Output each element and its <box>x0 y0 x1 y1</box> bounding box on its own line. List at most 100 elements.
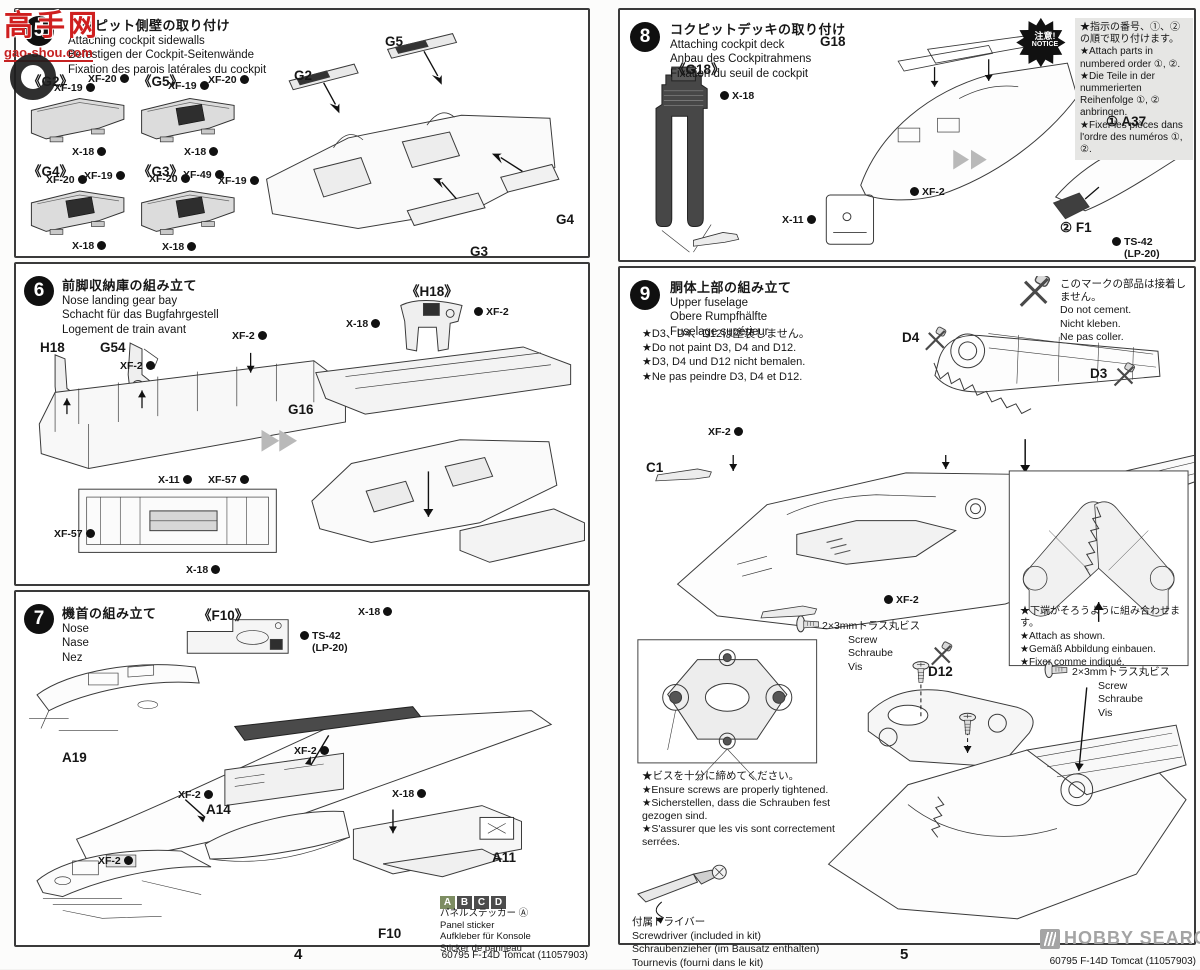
kit-code-left: 60795 F-14D Tomcat (11057903) <box>441 950 588 961</box>
sticker-box-d: D <box>491 896 506 909</box>
paint-callout-ts42-code: TS-42 <box>300 630 348 642</box>
notice-badge-ja: 注意! <box>1034 31 1056 41</box>
no-paint-ja: ★D3、D4、D12は塗装しません。 <box>642 328 810 340</box>
notice-note: ★指示の番号、①、②の順で取り付けます。 ★Attach parts in nu… <box>1075 18 1193 161</box>
step-title-ja: コクピット側壁の取り付け <box>68 18 231 33</box>
notice-de: ★Die Teile in der nummerierten Reihenfol… <box>1080 70 1160 119</box>
paint-callout-xf49: XF-49 <box>183 169 224 181</box>
paint-callout-xf2: XF-2 <box>884 594 919 606</box>
step-title-block: 機首の組み立て Nose Nase Nez <box>62 606 157 665</box>
paint-callout-lp20: (LP-20) <box>1124 248 1160 261</box>
paint-callout-xf2: XF-2 <box>232 330 267 342</box>
screwdriver-de: Schraubenzieher (im Bausatz enthalten) <box>632 943 820 956</box>
part-label-g16: G16 <box>288 402 314 417</box>
screwdriver-fr: Tournevis (fourni dans le kit) <box>632 956 764 969</box>
part-label-g18: G18 <box>820 34 846 49</box>
sticker-box-c: C <box>474 896 489 909</box>
sticker-box-a: A <box>440 896 455 909</box>
screwdriver-note: 付属ドライバー Screwdriver (included in kit) Sc… <box>632 916 819 970</box>
no-cement-en: Do not cement. <box>1060 304 1132 317</box>
screw-spec-de: Schraube <box>1098 693 1143 706</box>
paint-callout-xf20: XF-20 <box>149 173 190 185</box>
no-cement-ja: このマークの部品は接着しません。 <box>1060 278 1186 303</box>
step-number-badge: 9 <box>630 280 660 310</box>
part-label-f1-numbered: ② F1 <box>1060 220 1092 236</box>
paint-callout-xf2: XF-2 <box>98 855 133 867</box>
inset-label-h18: 《H18》 <box>406 284 458 299</box>
step-title-block: 前脚収納庫の組み立て Nose landing gear bay Schacht… <box>62 278 219 337</box>
screw-spec-fr: Vis <box>1098 706 1113 719</box>
hobbysearch-logo-icon <box>1040 928 1060 949</box>
no-paint-de: ★D3, D4 und D12 nicht bemalen. <box>642 356 806 369</box>
step-title-en: Nose landing gear bay <box>62 295 178 308</box>
paint-callout-xf19: XF-19 <box>218 175 259 187</box>
notice-en: ★Attach parts in numbered order ①, ②. <box>1080 46 1181 70</box>
inset-label-g18: 《G18》 <box>672 62 725 77</box>
screwdriver-ja: 付属ドライバー <box>632 916 706 928</box>
no-cement-fr: Ne pas coller. <box>1060 331 1124 344</box>
step-title-fr: Fuselage supérieur <box>670 325 769 338</box>
paint-callout-xf2: XF-2 <box>708 426 743 438</box>
paint-callout-xf20: XF-20 <box>208 74 249 86</box>
screw-tight-de: ★Sicherstellen, dass die Schrauben fest … <box>642 797 831 822</box>
part-label-d12: D12 <box>928 664 953 679</box>
step-number-badge: 7 <box>24 604 54 634</box>
screw-tight-ja: ★ビスを十分に締めてください。 <box>642 770 800 782</box>
part-label-c1: C1 <box>646 460 664 475</box>
paint-callout-x11: X-11 <box>782 214 816 226</box>
part-label-a37: A37 <box>1121 114 1147 129</box>
no-paint-fr: ★Ne pas peindre D3, D4 et D12. <box>642 370 803 383</box>
part-label-f10: F10 <box>378 926 402 941</box>
part-label-g3: G3 <box>470 244 489 259</box>
no-cement-icon <box>1019 276 1051 307</box>
step-title-ja: 前脚収納庫の組み立て <box>62 278 198 293</box>
step-8-panel: 注意! NOTICE ★指示の番号、①、②の順で取り付けます。 ★Attach … <box>618 8 1196 262</box>
attach-note: ★下端がそろうように組み合わせます。 ★Attach as shown. ★Ge… <box>1020 606 1188 670</box>
step-number-badge: 5 <box>24 16 54 46</box>
gaoshou-watermark: 高手网 gao-shou.com <box>4 2 100 100</box>
kit-code-right: 60795 F-14D Tomcat (11057903) <box>1049 956 1196 967</box>
paint-callout-x18: X-18 <box>720 90 754 102</box>
step-title-de: Anbau des Cockpitrahmens <box>670 53 812 66</box>
page-number-right: 5 <box>900 946 909 963</box>
paint-callout-ts42-code: TS-42 <box>1112 236 1160 248</box>
part-label-d4: D4 <box>902 330 920 345</box>
paint-callout-x18: X-18 <box>72 146 106 158</box>
notice-ja: ★指示の番号、①、②の順で取り付けます。 <box>1080 22 1180 46</box>
step-title-en: Attaching cockpit deck <box>670 39 785 52</box>
no-cement-de: Nicht kleben. <box>1060 317 1121 330</box>
panel-sticker-ja: パネルステッカー Ⓐ <box>440 908 529 919</box>
screw-spec-en: Screw <box>848 633 878 646</box>
screw-spec-de: Schraube <box>848 647 893 660</box>
attach-en: ★Attach as shown. <box>1020 631 1106 642</box>
paint-callout-xf2: XF-2 <box>910 186 945 198</box>
part-label-f1: F1 <box>1075 220 1092 235</box>
step-title-de: Befestigen der Cockpit-Seitenwände <box>68 49 255 62</box>
paint-callout-xf19: XF-19 <box>54 82 95 94</box>
panel-sticker-de: Aufkleber für Konsole <box>440 931 531 943</box>
step-number-badge: 8 <box>630 22 660 52</box>
notice-badge-en: NOTICE <box>1031 41 1059 49</box>
sticker-box-b: B <box>457 896 472 909</box>
part-label-g2: G2 <box>294 68 313 83</box>
part-label-d3: D3 <box>1090 366 1108 381</box>
paint-callout-xf20: XF-20 <box>88 73 129 85</box>
paint-callout-x18: X-18 <box>186 564 220 576</box>
paint-callout-xf19: XF-19 <box>84 170 125 182</box>
no-paint-en: ★Do not paint D3, D4 and D12. <box>642 342 797 355</box>
screw-spec-note-2: 2×3mmトラス丸ビス Screw Schraube Vis <box>1072 666 1170 720</box>
screw-tight-note: ★ビスを十分に締めてください。 ★Ensure screws are prope… <box>642 770 838 850</box>
step-title-en: Upper fuselage <box>670 297 748 310</box>
attach-ja: ★下端がそろうように組み合わせます。 <box>1020 606 1180 629</box>
step-title-ja: コクピットデッキの取り付け <box>670 22 846 37</box>
paint-callout-lp20: (LP-20) <box>312 642 348 655</box>
step-title-de: Schacht für das Bugfahrgestell <box>62 309 219 322</box>
panel-sticker-en: Panel sticker <box>440 919 495 931</box>
part-label-a37-numbered: ① A37 <box>1106 114 1146 130</box>
inset-label-f10: 《F10》 <box>198 608 249 623</box>
paint-callout-xf20: XF-20 <box>46 174 87 186</box>
paint-callout-xf2: XF-2 <box>120 360 155 372</box>
step-title-ja: 機首の組み立て <box>62 606 157 621</box>
paint-callout-x18: X-18 <box>72 240 106 252</box>
no-paint-note: ★D3、D4、D12は塗装しません。 ★Do not paint D3, D4 … <box>642 328 810 385</box>
